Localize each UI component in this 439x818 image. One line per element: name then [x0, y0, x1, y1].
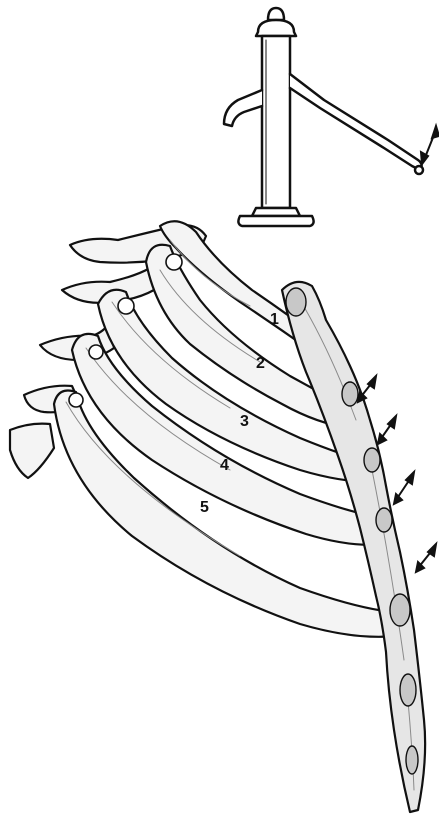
double-headed-arrow-icon: [421, 126, 439, 164]
pump-handle-icon: [224, 8, 423, 226]
rib-label-3: 3: [240, 414, 249, 430]
pump-cap: [256, 20, 296, 36]
rib-cage: [10, 221, 425, 812]
double-headed-arrow-icon: [394, 472, 414, 504]
pump-knob: [268, 8, 284, 20]
sternum: [282, 282, 425, 812]
rib-label-2: 2: [256, 356, 265, 372]
pump-spout: [224, 90, 262, 126]
double-headed-arrow-icon: [378, 416, 396, 444]
double-headed-arrow-icon: [416, 544, 436, 572]
rib-label-4: 4: [220, 458, 229, 474]
pump-handle: [290, 74, 422, 170]
rib-label-1: 1: [270, 312, 279, 328]
rib-label-5: 5: [200, 500, 209, 516]
